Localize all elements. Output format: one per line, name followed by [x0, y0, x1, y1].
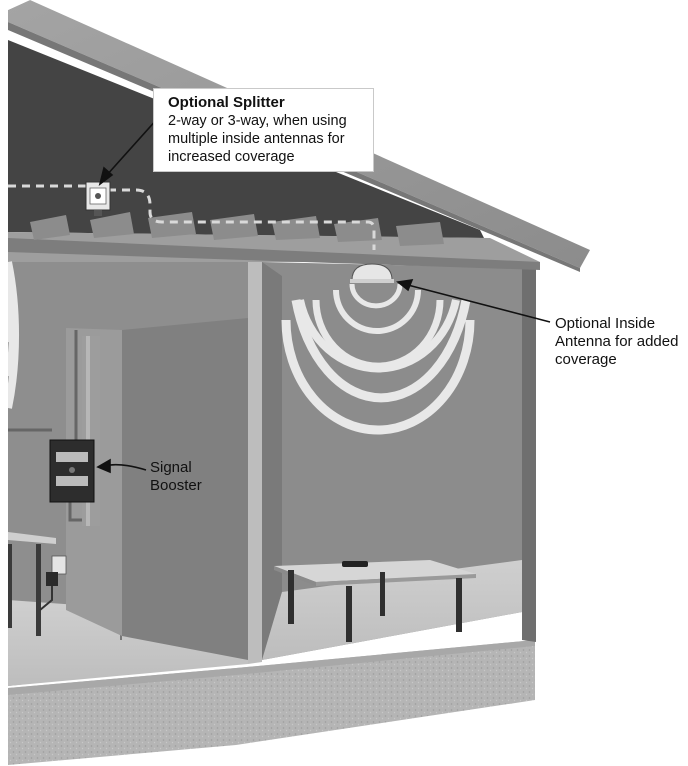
signal-booster-device	[49, 439, 95, 503]
inside-antenna-device	[350, 263, 394, 283]
splitter-callout-line-1: 2-way or 3-way, when using	[168, 113, 347, 129]
pointer-arrows	[96, 117, 551, 474]
power-outlet	[39, 555, 67, 611]
left-margin	[0, 0, 8, 766]
center-wall	[248, 258, 262, 664]
signal-booster-callout: Signal Booster	[150, 459, 230, 495]
antenna-callout-line-3: coverage	[555, 351, 617, 368]
splitter-callout-title: Optional Splitter	[168, 94, 285, 111]
splitter-callout-line-3: increased coverage	[168, 149, 295, 165]
antenna-callout-line-1: Optional Inside	[555, 315, 656, 332]
splitter-device	[85, 181, 111, 216]
inside-antenna-callout: Optional Inside Antenna for added covera…	[555, 315, 687, 369]
splitter-callout-line-2: multiple inside antennas for	[168, 131, 345, 147]
left-table	[8, 532, 56, 636]
optional-splitter-callout: Optional Splitter 2-way or 3-way, when u…	[153, 88, 374, 172]
cell-phone-icon	[342, 561, 368, 567]
foundation	[8, 640, 535, 765]
left-signal-rings	[4, 261, 20, 409]
right-table	[274, 560, 476, 642]
booster-callout-line-2: Booster	[150, 477, 202, 494]
left-room	[8, 250, 248, 686]
booster-callout-line-1: Signal	[150, 459, 192, 476]
antenna-callout-line-2: Antenna for added	[555, 333, 679, 350]
right-signal-rings	[281, 283, 475, 435]
